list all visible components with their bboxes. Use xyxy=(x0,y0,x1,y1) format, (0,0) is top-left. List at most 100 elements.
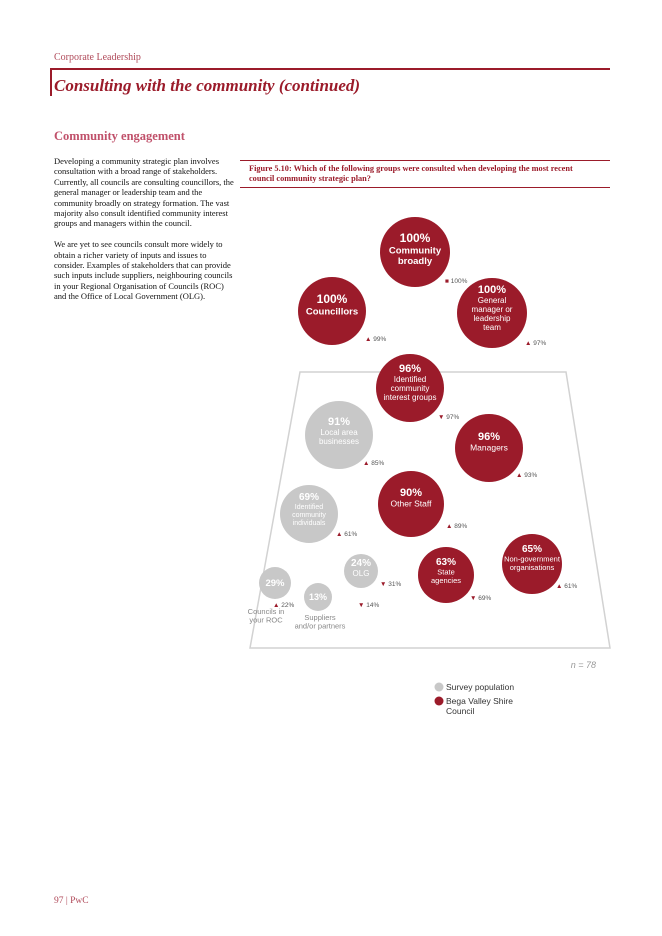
legend-council-label-line1: Bega Valley Shire xyxy=(446,696,513,706)
bubble-survey-value: ▼ 97% xyxy=(438,414,459,421)
bubble-label-line: community xyxy=(391,384,430,393)
bubble-label-line: Non-government xyxy=(504,555,561,564)
up-arrow-icon: ▲ xyxy=(446,523,454,530)
up-arrow-icon: ▲ xyxy=(525,340,533,347)
bubble-label: Councillors xyxy=(306,307,358,318)
bubble-other-staff: 90%Other Staff▲ 89% xyxy=(378,471,467,537)
bubble-council-value: 100% xyxy=(478,284,506,296)
legend-council-label-line2: Council xyxy=(446,706,474,716)
bubble-circle xyxy=(502,534,562,594)
bubble-councillors: 100%Councillors ▲ 99% xyxy=(298,277,386,345)
bubble-survey-value: ▼ 69% xyxy=(470,595,491,602)
bubble-label-line: Councils in xyxy=(248,607,285,616)
survey-value-text: 69% xyxy=(478,595,491,602)
bubble-label: OLG xyxy=(353,569,370,578)
up-arrow-icon: ■ xyxy=(445,278,451,285)
up-arrow-icon: ▲ xyxy=(363,460,371,467)
bubble-label-line: organisations xyxy=(510,563,555,572)
survey-value-text: 61% xyxy=(564,583,577,590)
bubble-label-line: businesses xyxy=(319,437,359,446)
legend: Survey population Bega Valley Shire Coun… xyxy=(434,682,515,716)
bubble-label-line: broadly xyxy=(398,256,433,267)
bubble-label-line: Suppliers xyxy=(304,613,336,622)
bubble-circle xyxy=(304,583,332,611)
bubble-managers: 96%Managers▲ 93% xyxy=(455,414,537,482)
section-label: Corporate Leadership xyxy=(54,52,141,63)
body-paragraph-1: Developing a community strategic plan in… xyxy=(54,156,234,229)
bubble-label-line: interest groups xyxy=(384,393,437,402)
body-text: Developing a community strategic plan in… xyxy=(54,156,234,312)
survey-value-text: 89% xyxy=(454,523,467,530)
survey-value-text: 99% xyxy=(373,336,386,343)
figure-caption: Figure 5.10: Which of the following grou… xyxy=(249,164,573,183)
bubble-label-line: agencies xyxy=(431,576,461,585)
up-arrow-icon: ▲ xyxy=(556,583,564,590)
bubble-survey-value: ■ 100% xyxy=(445,278,468,285)
down-arrow-icon: ▼ xyxy=(470,595,478,602)
down-arrow-icon: ▼ xyxy=(438,414,446,421)
up-arrow-icon: ▲ xyxy=(336,531,344,538)
figure-rule-bottom xyxy=(240,187,610,188)
survey-value-text: 22% xyxy=(281,602,294,609)
bubble-council-value: 100% xyxy=(400,231,431,245)
body-paragraph-2: We are yet to see councils consult more … xyxy=(54,239,233,302)
bubble-survey-value: ▲ 61% xyxy=(556,583,577,590)
bubble-survey-value: ▲ 22% xyxy=(273,602,294,609)
bubble-council-value: 69% xyxy=(299,492,319,503)
down-arrow-icon: ▼ xyxy=(358,602,366,609)
page-footer: 97 | PwC xyxy=(54,896,89,906)
survey-value-text: 85% xyxy=(371,460,384,467)
up-arrow-icon: ▲ xyxy=(516,472,524,479)
up-arrow-icon: ▲ xyxy=(365,336,373,343)
survey-value-text: 14% xyxy=(366,602,379,609)
bubble-council-value: 13% xyxy=(309,592,327,602)
bubble-label-line: General xyxy=(478,296,507,305)
legend-survey-label: Survey population xyxy=(446,682,514,692)
bubble-circle xyxy=(378,471,444,537)
bubble-survey-value: ▲ 61% xyxy=(336,531,357,538)
bubble-circle xyxy=(457,278,527,348)
bubble-label-line: your ROC xyxy=(249,616,283,625)
bubble-label-line: Community xyxy=(389,246,442,257)
survey-value-text: 100% xyxy=(451,278,468,285)
survey-value-text: 97% xyxy=(446,414,459,421)
legend-council-label: Bega Valley Shire Council xyxy=(446,696,515,716)
survey-value-text: 93% xyxy=(524,472,537,479)
bubble-label-line: Identified xyxy=(394,375,426,384)
bubble-circle xyxy=(344,554,378,588)
bubble-label-line: Local area xyxy=(320,428,358,437)
bubble-label-line: community xyxy=(292,512,326,519)
bubble-council-value: 100% xyxy=(317,292,348,306)
section-heading: Community engagement xyxy=(54,129,185,143)
bubble-survey-value: ▼ 14% xyxy=(358,602,379,609)
bubble-council-value: 96% xyxy=(399,363,421,375)
bubble-circle xyxy=(418,547,474,603)
bubble-circle xyxy=(259,567,291,599)
bubble-council-value: 90% xyxy=(400,487,422,499)
bubble-olg: 24%OLG▼ 31% xyxy=(344,554,401,588)
bubble-survey-value: ▲ 89% xyxy=(446,523,467,530)
bubble-council-value: 24% xyxy=(351,558,371,569)
bubble-label-line: individuals xyxy=(293,520,326,527)
bubble-circle xyxy=(280,485,338,543)
page-title: Consulting with the community (continued… xyxy=(54,76,361,95)
sample-size-label: n = 78 xyxy=(571,660,596,670)
